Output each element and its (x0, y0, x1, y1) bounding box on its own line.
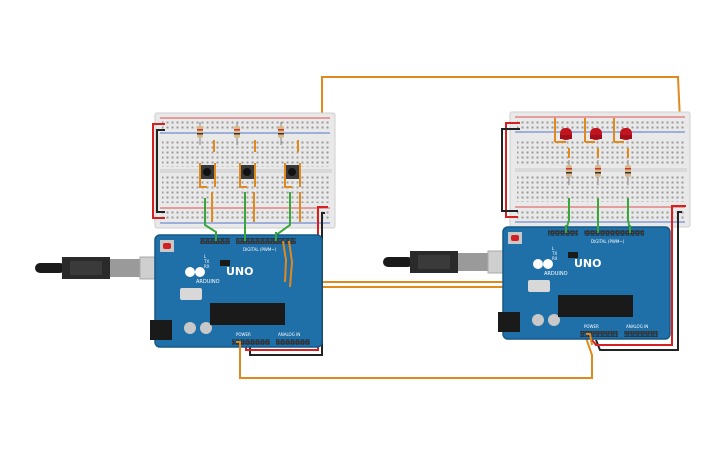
pushbutton-icon[interactable] (240, 165, 254, 179)
arduino-brand-label: ARDUINO (196, 279, 220, 285)
resistor-icon (625, 160, 631, 185)
header-wire-ends (215, 225, 631, 350)
microcontroller-chip (558, 295, 633, 317)
resistor-icon (234, 122, 240, 145)
reset-button[interactable] (511, 235, 519, 241)
rx-label: RX (204, 264, 210, 269)
resistor-icon (595, 160, 601, 185)
wire-bottom-long (239, 334, 593, 379)
arduino-board-right: ARDUINO UNO DIGITAL (PWM~) POWER ANALOG … (498, 226, 671, 340)
digital-header (236, 238, 296, 244)
analog-label: ANALOG IN (278, 332, 300, 337)
resistor-icon (566, 160, 572, 185)
power-header (232, 339, 270, 345)
rx-label: RX (552, 256, 558, 261)
microcontroller-chip (210, 303, 285, 325)
digital-label: DIGITAL (PWM~) (591, 239, 625, 244)
jumper-wires-left (199, 140, 301, 222)
power-jack (498, 312, 520, 332)
pushbutton-icon[interactable] (285, 165, 299, 179)
arduino-board-left: ARDUINO UNO DIGITAL (PWM~) POWER ANALOG … (150, 234, 323, 348)
digital-header (584, 230, 644, 236)
arduino-brand-label: ARDUINO (544, 271, 568, 277)
power-label: POWER (236, 332, 251, 337)
analog-label: ANALOG IN (626, 324, 648, 329)
power-jack (150, 320, 172, 340)
led-icon (620, 128, 632, 140)
reset-button[interactable] (163, 243, 171, 249)
resistor-icon (278, 122, 284, 145)
resistor-icon (197, 122, 203, 145)
power-header (580, 331, 618, 337)
power-label: POWER (584, 324, 599, 329)
jumper-wires-right (554, 118, 629, 158)
led-icon (560, 128, 572, 140)
l-label: L (204, 254, 207, 259)
l-label: L (552, 246, 555, 251)
pushbutton-icon[interactable] (200, 165, 214, 179)
tx-label: TX (203, 259, 209, 264)
usb-cable-icon (35, 256, 163, 280)
analog-header (624, 331, 658, 337)
power-wires-right (501, 122, 686, 351)
analog-header (276, 339, 310, 345)
power-wires-left (152, 123, 328, 356)
digital-label: DIGITAL (PWM~) (243, 247, 277, 252)
led-icon (590, 128, 602, 140)
tx-label: TX (551, 251, 557, 256)
arduino-model-label: UNO (574, 257, 602, 270)
arduino-model-label: UNO (226, 265, 254, 278)
usb-cable-icon (383, 250, 511, 274)
wire-top-long (321, 76, 681, 121)
